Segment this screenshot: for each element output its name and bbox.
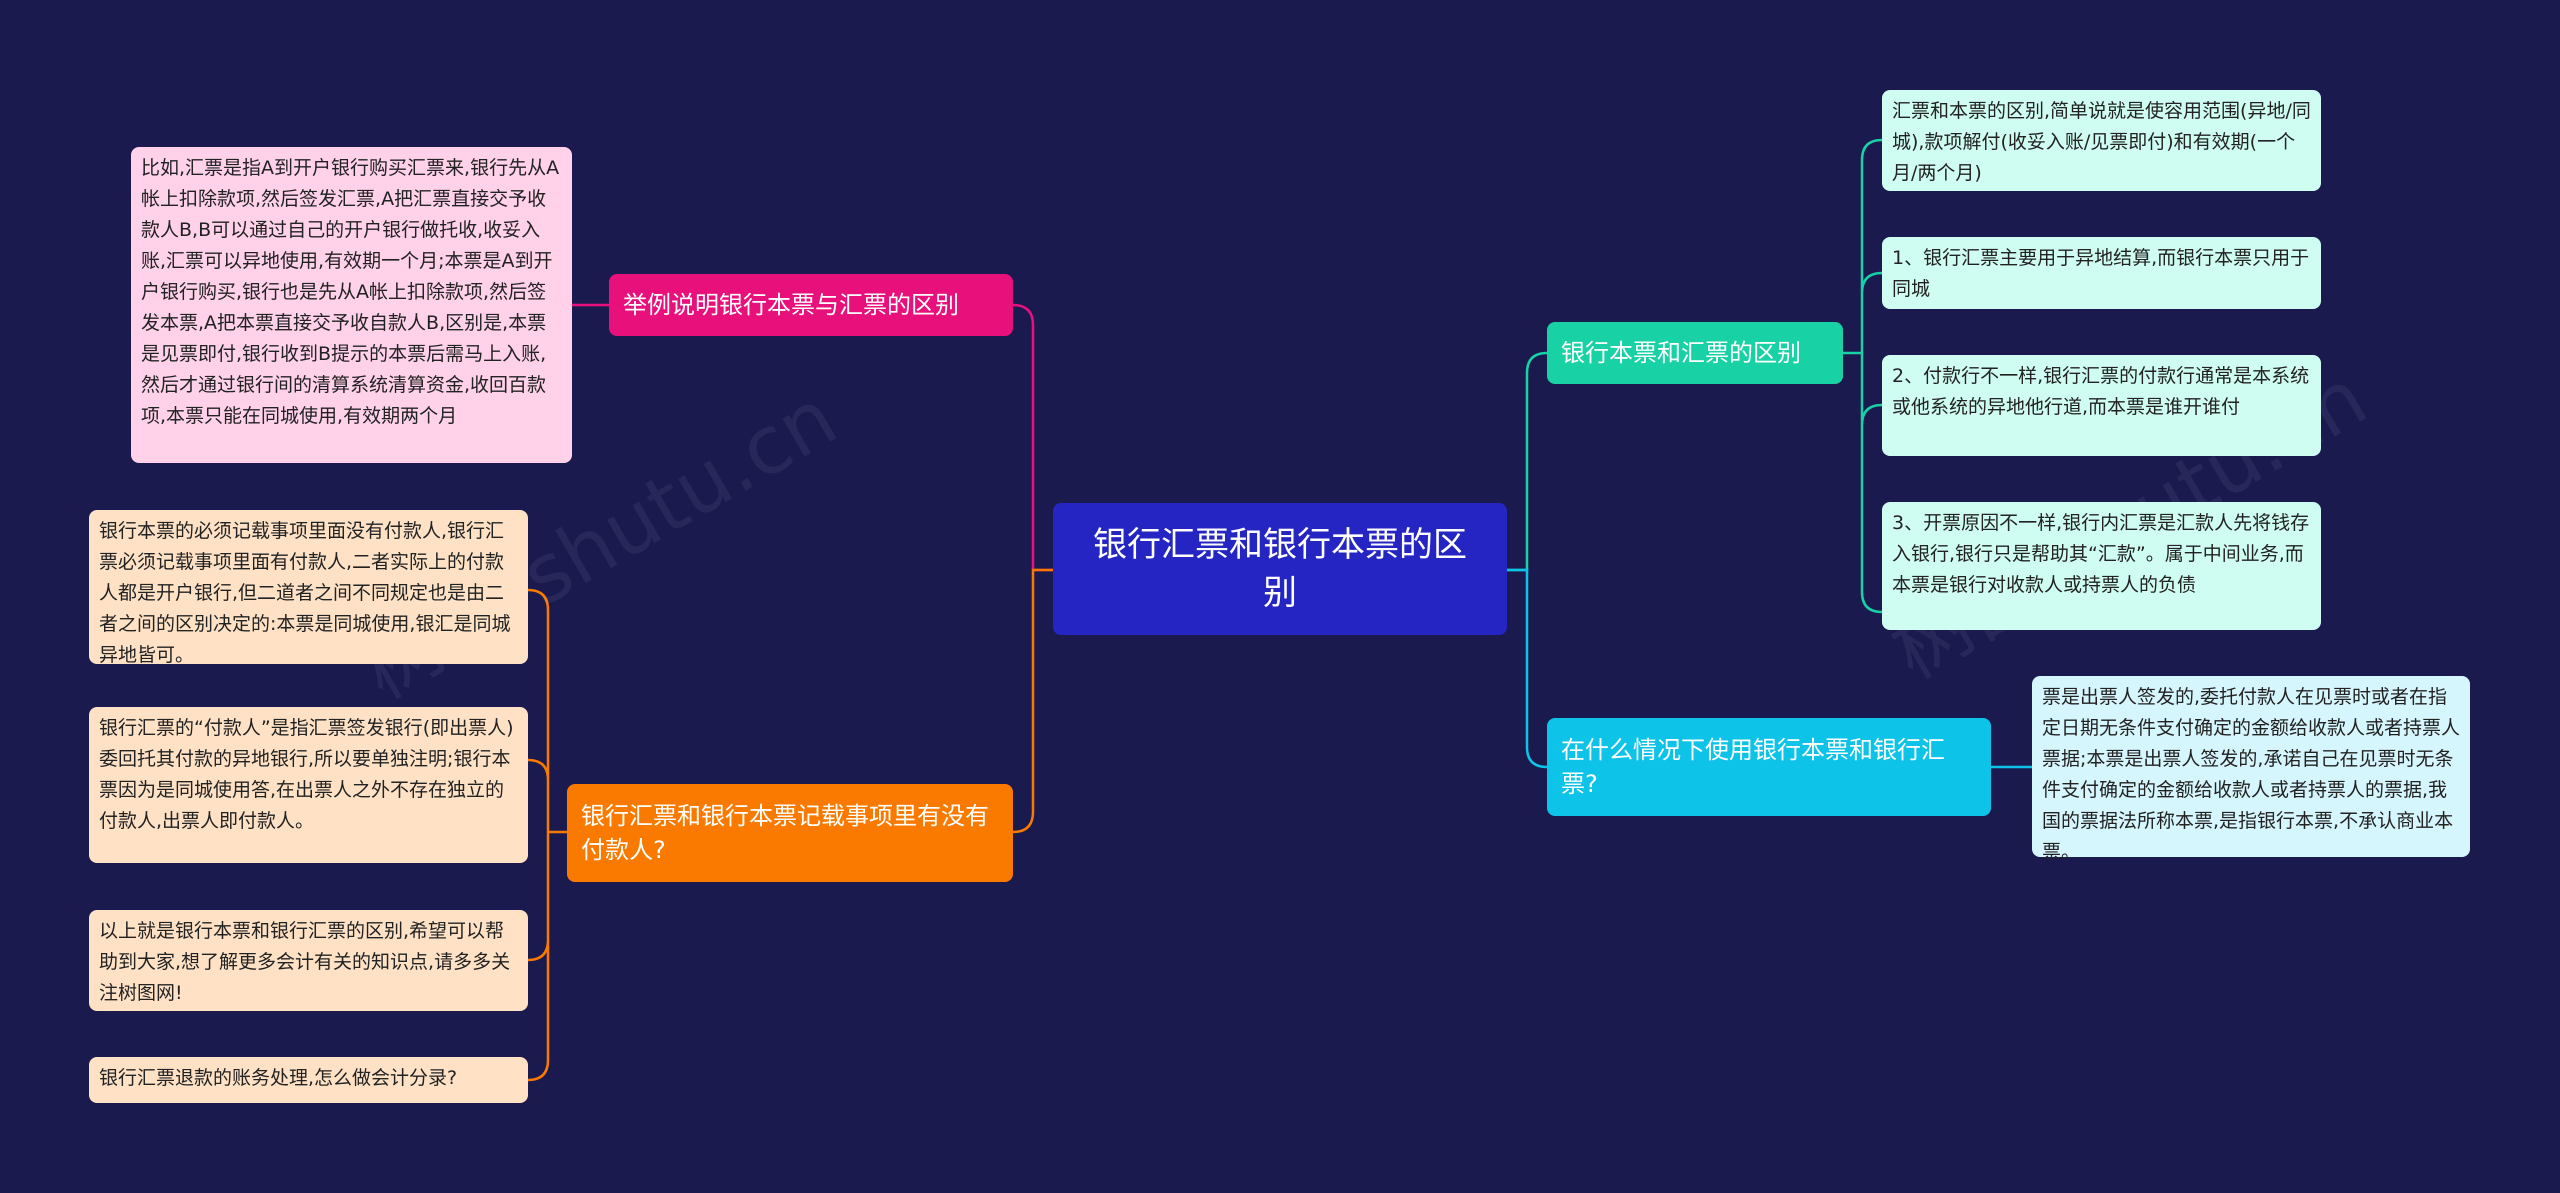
leaf-example-0[interactable]: 比如,汇票是指A到开户银行购买汇票来,银行先从A帐上扣除款项,然后签发汇票,A把…: [131, 147, 572, 463]
leaf-difference-1[interactable]: 1、银行汇票主要用于异地结算,而银行本票只用于同城: [1882, 237, 2321, 309]
connector-center-example: [1012, 303, 1053, 572]
connector-payer-leaves: [527, 588, 567, 1082]
leaf-payer-2[interactable]: 以上就是银行本票和银行汇票的区别,希望可以帮助到大家,想了解更多会计有关的知识点…: [89, 910, 528, 1011]
leaf-text: 银行汇票退款的账务处理,怎么做会计分录?: [99, 1067, 458, 1089]
leaf-difference-2[interactable]: 2、付款行不一样,银行汇票的付款行通常是本系统或他系统的异地他行道,而本票是谁开…: [1882, 355, 2321, 456]
topic-difference[interactable]: 银行本票和汇票的区别: [1547, 322, 1843, 384]
leaf-difference-3[interactable]: 3、开票原因不一样,银行内汇票是汇款人先将钱存入银行,银行只是帮助其“汇款”。属…: [1882, 502, 2321, 630]
leaf-text: 3、开票原因不一样,银行内汇票是汇款人先将钱存入银行,银行只是帮助其“汇款”。属…: [1892, 512, 2310, 596]
leaf-text: 银行本票的必须记载事项里面没有付款人,银行汇票必须记载事项里面有付款人,二者实际…: [99, 520, 511, 666]
topic-usage[interactable]: 在什么情况下使用银行本票和银行汇票?: [1547, 718, 1991, 816]
leaf-text: 2、付款行不一样,银行汇票的付款行通常是本系统或他系统的异地他行道,而本票是谁开…: [1892, 365, 2310, 418]
connector-center-difference: [1507, 351, 1548, 572]
connector-center-usage: [1507, 568, 1548, 769]
leaf-usage-0[interactable]: 票是出票人签发的,委托付款人在见票时或者在指定日期无条件支付确定的金额给收款人或…: [2032, 676, 2470, 863]
topic-usage-label: 在什么情况下使用银行本票和银行汇票?: [1561, 736, 1945, 798]
leaf-text: 银行汇票的“付款人”是指汇票签发银行(即出票人)委回托其付款的异地银行,所以要单…: [99, 717, 514, 832]
leaf-payer-3[interactable]: 银行汇票退款的账务处理,怎么做会计分录?: [89, 1057, 528, 1103]
center-node[interactable]: 银行汇票和银行本票的区别: [1053, 503, 1507, 635]
connector-difference-leaves: [1843, 138, 1883, 614]
topic-example[interactable]: 举例说明银行本票与汇票的区别: [609, 274, 1013, 336]
topic-example-label: 举例说明银行本票与汇票的区别: [623, 291, 959, 319]
leaf-difference-0[interactable]: 汇票和本票的区别,简单说就是使容用范围(异地/同城),款项解付(收妥入账/见票即…: [1882, 90, 2321, 191]
leaf-payer-0[interactable]: 银行本票的必须记载事项里面没有付款人,银行汇票必须记载事项里面有付款人,二者实际…: [89, 510, 528, 666]
leaf-text: 票是出票人签发的,委托付款人在见票时或者在指定日期无条件支付确定的金额给收款人或…: [2042, 686, 2461, 863]
leaf-text: 以上就是银行本票和银行汇票的区别,希望可以帮助到大家,想了解更多会计有关的知识点…: [99, 920, 511, 1004]
center-node-label: 银行汇票和银行本票的区别: [1093, 525, 1467, 613]
leaf-text: 1、银行汇票主要用于异地结算,而银行本票只用于同城: [1892, 247, 2310, 300]
topic-difference-label: 银行本票和汇票的区别: [1561, 339, 1801, 367]
leaf-text: 比如,汇票是指A到开户银行购买汇票来,银行先从A帐上扣除款项,然后签发汇票,A把…: [141, 157, 560, 427]
topic-payer-label: 银行汇票和银行本票记载事项里有没有付款人?: [581, 802, 989, 864]
leaf-payer-1[interactable]: 银行汇票的“付款人”是指汇票签发银行(即出票人)委回托其付款的异地银行,所以要单…: [89, 707, 528, 863]
leaf-text: 汇票和本票的区别,简单说就是使容用范围(异地/同城),款项解付(收妥入账/见票即…: [1892, 100, 2311, 184]
topic-payer[interactable]: 银行汇票和银行本票记载事项里有没有付款人?: [567, 784, 1013, 882]
connector-center-payer: [1012, 568, 1053, 834]
